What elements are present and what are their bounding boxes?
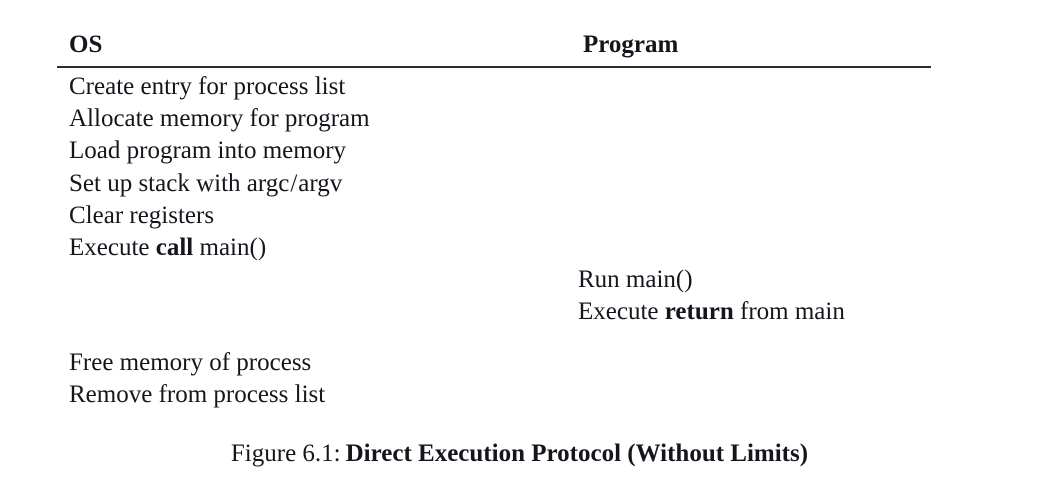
table-row: Run main() <box>57 264 931 296</box>
table-row: Allocate memory for program <box>57 103 931 135</box>
program-step <box>562 232 931 264</box>
spacer-cell-os <box>57 329 562 347</box>
os-step-keyword: call <box>155 234 194 262</box>
os-step-text-tail: main() <box>193 234 267 262</box>
table-header-row: OS Program <box>57 30 931 68</box>
figure-caption: Figure 6.1:Direct Execution Protocol (Wi… <box>0 438 1039 470</box>
os-step-text: Set up stack with argc <box>69 169 290 197</box>
table-row: Set up stack with argc/argv <box>57 168 931 200</box>
table-header: OS Program <box>57 30 931 68</box>
column-header-program: Program <box>562 30 931 68</box>
program-step <box>562 103 931 135</box>
os-step-text: Remove from process list <box>69 380 326 408</box>
program-step-text-tail: from main <box>733 298 845 326</box>
os-step: Clear registers <box>57 200 562 232</box>
os-step: Remove from process list <box>57 379 562 411</box>
table-spacer-row <box>57 329 931 347</box>
table-row: Execute return from main <box>57 296 931 328</box>
program-step <box>562 379 931 411</box>
os-step: Set up stack with argc/argv <box>57 168 562 200</box>
program-step <box>562 347 931 379</box>
os-step-separator: / <box>290 169 298 197</box>
column-header-os: OS <box>57 30 562 68</box>
program-step <box>562 67 931 103</box>
os-step: Execute call main() <box>57 232 562 264</box>
os-step <box>57 296 562 328</box>
table-row: Execute call main() <box>57 232 931 264</box>
protocol-table: OS Program Create entry for process list… <box>57 30 931 411</box>
os-step-text: Allocate memory for program <box>69 105 370 133</box>
program-step-text: Run main() <box>578 266 693 294</box>
figure-caption-number: Figure 6.1: <box>230 440 341 467</box>
table-row: Create entry for process list <box>57 67 931 103</box>
spacer-cell-program <box>562 329 931 347</box>
os-step-text: Create entry for process list <box>69 73 346 100</box>
program-step: Execute return from main <box>562 296 931 328</box>
figure-caption-title: Direct Execution Protocol (Without Limit… <box>345 440 809 467</box>
table-body: Create entry for process list Allocate m… <box>57 67 931 411</box>
os-step-text: Free memory of process <box>69 348 312 376</box>
os-step-text-tail: argv <box>298 169 343 197</box>
program-step: Run main() <box>562 264 931 296</box>
table-row: Free memory of process <box>57 347 931 379</box>
os-step-text: Load program into memory <box>69 137 347 165</box>
program-step-keyword: return <box>664 298 734 326</box>
os-step-text: Clear registers <box>69 201 215 229</box>
program-step <box>562 135 931 167</box>
program-step-text: Execute <box>578 298 665 326</box>
program-step <box>562 168 931 200</box>
program-step <box>562 200 931 232</box>
os-step: Load program into memory <box>57 135 562 167</box>
table-row: Clear registers <box>57 200 931 232</box>
os-step: Free memory of process <box>57 347 562 379</box>
os-step <box>57 264 562 296</box>
os-step: Create entry for process list <box>57 67 562 103</box>
table-row: Load program into memory <box>57 135 931 167</box>
os-step-text: Execute <box>69 234 156 262</box>
os-step: Allocate memory for program <box>57 103 562 135</box>
table-row: Remove from process list <box>57 379 931 411</box>
